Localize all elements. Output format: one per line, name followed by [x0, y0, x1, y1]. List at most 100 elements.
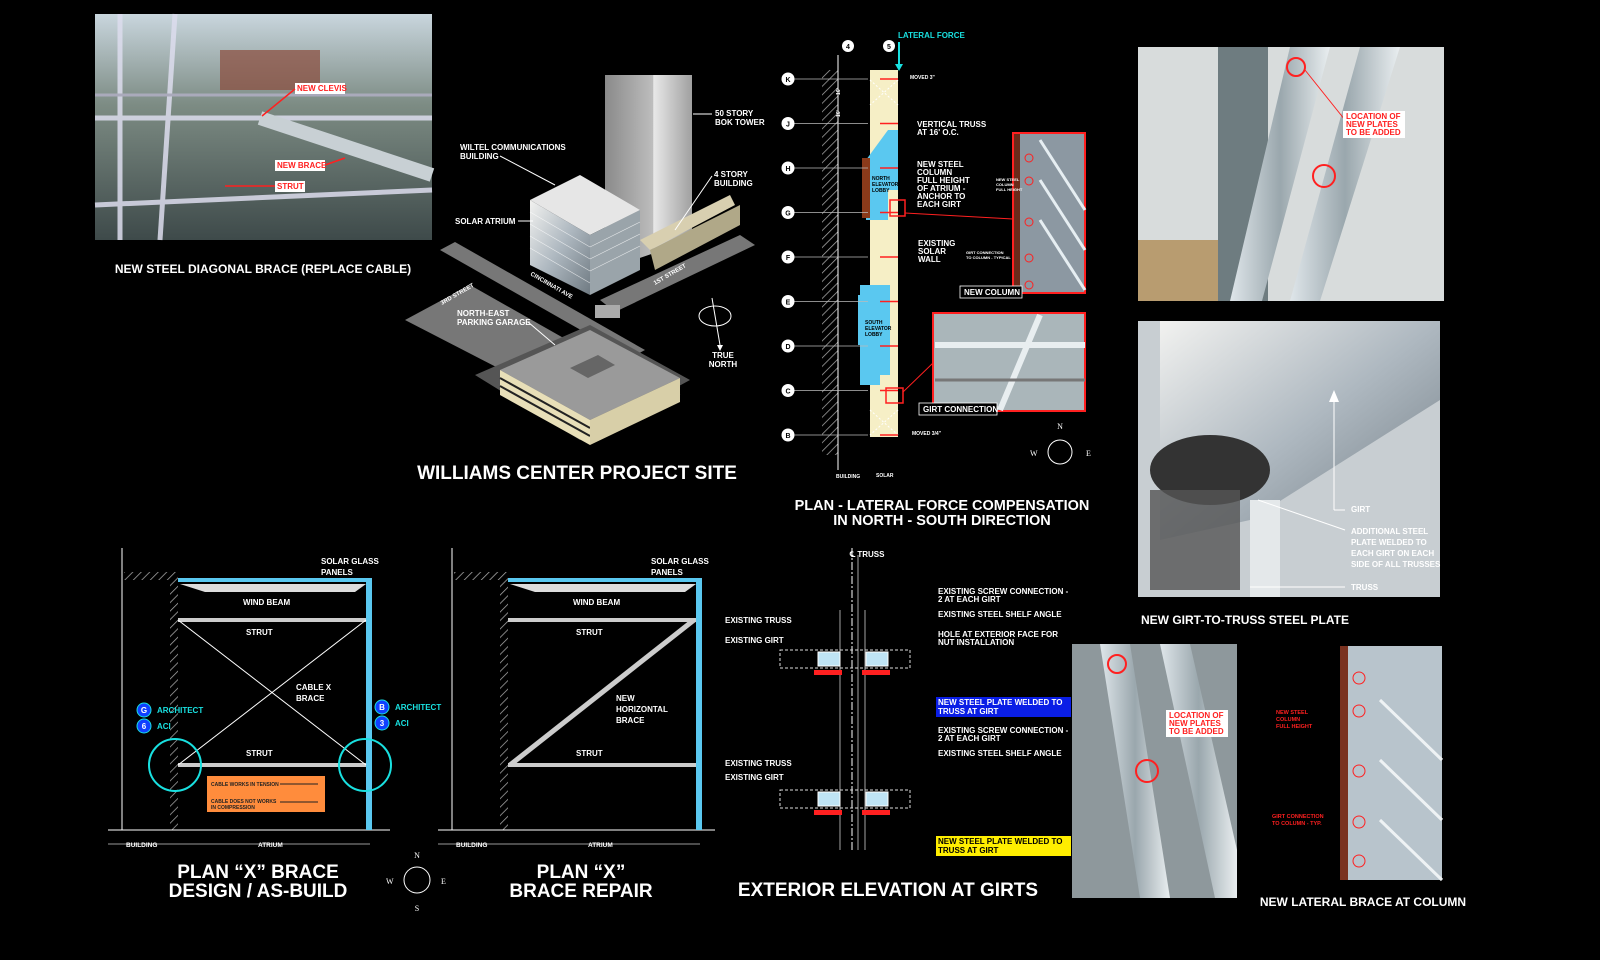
svg-text:SOLAR: SOLAR [918, 247, 946, 256]
grid-bubble [781, 428, 795, 442]
svg-text:IN COMPRESSION: IN COMPRESSION [211, 805, 255, 811]
label-new-column: NEW COLUMN [964, 288, 1020, 297]
svg-text:CABLE WORKS IN TENSION: CABLE WORKS IN TENSION [211, 782, 279, 788]
svg-text:N: N [1057, 422, 1063, 431]
girt [779, 649, 911, 669]
svg-text:GIRT: GIRT [1351, 505, 1370, 514]
photo-plates-bottom: LOCATION OF NEW PLATES TO BE ADDED [1072, 644, 1237, 898]
new-steel-plate [814, 670, 842, 675]
photo-new-column: NEW STEEL COLUMN FULL HEIGHT GIRT CONNEC… [959, 132, 1087, 299]
svg-text:TO BE ADDED: TO BE ADDED [1169, 727, 1224, 736]
grid-bubble-label: K [785, 77, 790, 84]
svg-text:BUILDING: BUILDING [456, 842, 487, 849]
svg-text:50 STORY: 50 STORY [715, 109, 754, 118]
note-new-column: NEW STEEL [917, 160, 964, 169]
grid-bubble-label: D [785, 344, 790, 351]
svg-text:LOCATION OF: LOCATION OF [1169, 711, 1224, 720]
svg-text:BOK TOWER: BOK TOWER [715, 118, 765, 127]
svg-text:EXISTING STEEL SHELF ANGLE: EXISTING STEEL SHELF ANGLE [938, 610, 1062, 619]
svg-text:IN NORTH - SOUTH DIRECTION: IN NORTH - SOUTH DIRECTION [833, 513, 1051, 529]
svg-text:NORTH: NORTH [709, 360, 738, 369]
caption-girt-plate: NEW GIRT-TO-TRUSS STEEL PLATE [1141, 613, 1349, 627]
svg-text:EXISTING SCREW CONNECTION -: EXISTING SCREW CONNECTION - [938, 587, 1069, 596]
caption-lateral-column: NEW LATERAL BRACE AT COLUMN [1260, 895, 1466, 909]
note-new-column: COLUMN [917, 168, 952, 177]
svg-text:S: S [415, 904, 419, 913]
new-steel-plate [862, 670, 890, 675]
svg-text:WIND BEAM: WIND BEAM [573, 598, 620, 607]
svg-text:NEW STEEL PLATE WELDED TO: NEW STEEL PLATE WELDED TO [938, 698, 1062, 707]
svg-text:EXISTING TRUSS: EXISTING TRUSS [725, 759, 792, 768]
svg-text:BUILDING: BUILDING [126, 842, 157, 849]
svg-text:3: 3 [380, 719, 385, 728]
svg-text:ARCHITECT: ARCHITECT [395, 703, 441, 712]
grid-bubble-label: C [785, 389, 790, 396]
svg-text:MOVED 3": MOVED 3" [910, 75, 936, 81]
svg-text:HORIZONTAL: HORIZONTAL [616, 705, 668, 714]
svg-text:EXISTING GIRT: EXISTING GIRT [725, 773, 784, 782]
shelf-angle [865, 791, 889, 807]
grid-bubble-label: J [786, 122, 790, 129]
svg-text:TO COLUMN - TYP.: TO COLUMN - TYP. [1272, 821, 1322, 827]
svg-text:W: W [1030, 449, 1038, 458]
grid-bubble-label: G [785, 211, 791, 218]
svg-text:SOUTH: SOUTH [865, 320, 883, 326]
note-new-column: FULL HEIGHT [917, 176, 970, 185]
svg-text:CABLE X: CABLE X [296, 683, 332, 692]
svg-text:ELEVATOR: ELEVATOR [872, 182, 899, 188]
svg-text:BRACE: BRACE [616, 716, 645, 725]
svg-text:SOLAR GLASS: SOLAR GLASS [651, 557, 709, 566]
label-new-clevis: NEW CLEVIS [297, 84, 347, 93]
svg-text:NUT INSTALLATION: NUT INSTALLATION [938, 638, 1014, 647]
svg-text:G: G [141, 706, 147, 715]
grid-bubble [781, 72, 795, 86]
svg-text:16': 16' [836, 88, 842, 95]
svg-text:W: W [386, 877, 394, 886]
svg-text:16': 16' [836, 110, 842, 117]
svg-text:STRUT: STRUT [576, 628, 603, 637]
svg-text:WILTEL COMMUNICATIONS: WILTEL COMMUNICATIONS [460, 143, 566, 152]
title-plan-x-repair: PLAN “X” [537, 862, 626, 883]
svg-text:EXISTING STEEL SHELF ANGLE: EXISTING STEEL SHELF ANGLE [938, 749, 1062, 758]
shelf-angle [817, 651, 841, 667]
svg-text:WIND BEAM: WIND BEAM [243, 598, 290, 607]
label-lateral-force: LATERAL FORCE [898, 31, 965, 40]
svg-text:BUILDING: BUILDING [836, 474, 860, 480]
svg-text:TRUSS AT GIRT: TRUSS AT GIRT [938, 707, 999, 716]
svg-text:COLUMN: COLUMN [1276, 717, 1300, 723]
label-new-brace: NEW BRACE [277, 161, 327, 170]
label-strut: STRUT [277, 182, 304, 191]
svg-text:SOLAR: SOLAR [876, 473, 894, 479]
svg-text:B: B [379, 703, 385, 712]
svg-text:BRACE: BRACE [296, 694, 325, 703]
title-exterior-elevation: EXTERIOR ELEVATION AT GIRTS [738, 880, 1038, 901]
svg-text:TRUSS: TRUSS [1351, 583, 1379, 592]
svg-text:EXISTING: EXISTING [918, 239, 955, 248]
svg-text:TRUE: TRUE [712, 351, 734, 360]
svg-text:GIRT CONNECTION: GIRT CONNECTION [1272, 814, 1324, 820]
svg-text:BUILDING: BUILDING [714, 179, 753, 188]
svg-text:PANELS: PANELS [651, 568, 684, 577]
svg-text:MOVED 3/4": MOVED 3/4" [912, 431, 942, 437]
svg-text:2 AT EACH GIRT: 2 AT EACH GIRT [938, 595, 1001, 604]
girt [779, 789, 911, 809]
new-steel-plate [862, 810, 890, 815]
svg-text:FULL HEIGHT: FULL HEIGHT [1276, 724, 1313, 730]
svg-text:ELEVATOR: ELEVATOR [865, 326, 892, 332]
new-steel-plate [814, 810, 842, 815]
svg-text:ACI: ACI [395, 719, 409, 728]
svg-text:ATRIUM: ATRIUM [258, 842, 283, 849]
svg-text:LOCATION OF: LOCATION OF [1346, 112, 1401, 121]
grid-bubble [781, 295, 795, 308]
svg-text:EACH GIRT ON EACH: EACH GIRT ON EACH [1351, 549, 1434, 558]
caption-diagonal-brace: NEW STEEL DIAGONAL BRACE (REPLACE CABLE) [115, 262, 411, 276]
grid-bubble-label: B [785, 433, 790, 440]
grid-bubble [781, 384, 795, 397]
svg-text:N: N [414, 851, 420, 860]
svg-text:STRUT: STRUT [246, 749, 273, 758]
compass-icon: N W E S [386, 851, 446, 913]
svg-text:EXISTING SCREW CONNECTION -: EXISTING SCREW CONNECTION - [938, 726, 1069, 735]
svg-text:LOBBY: LOBBY [865, 332, 883, 338]
